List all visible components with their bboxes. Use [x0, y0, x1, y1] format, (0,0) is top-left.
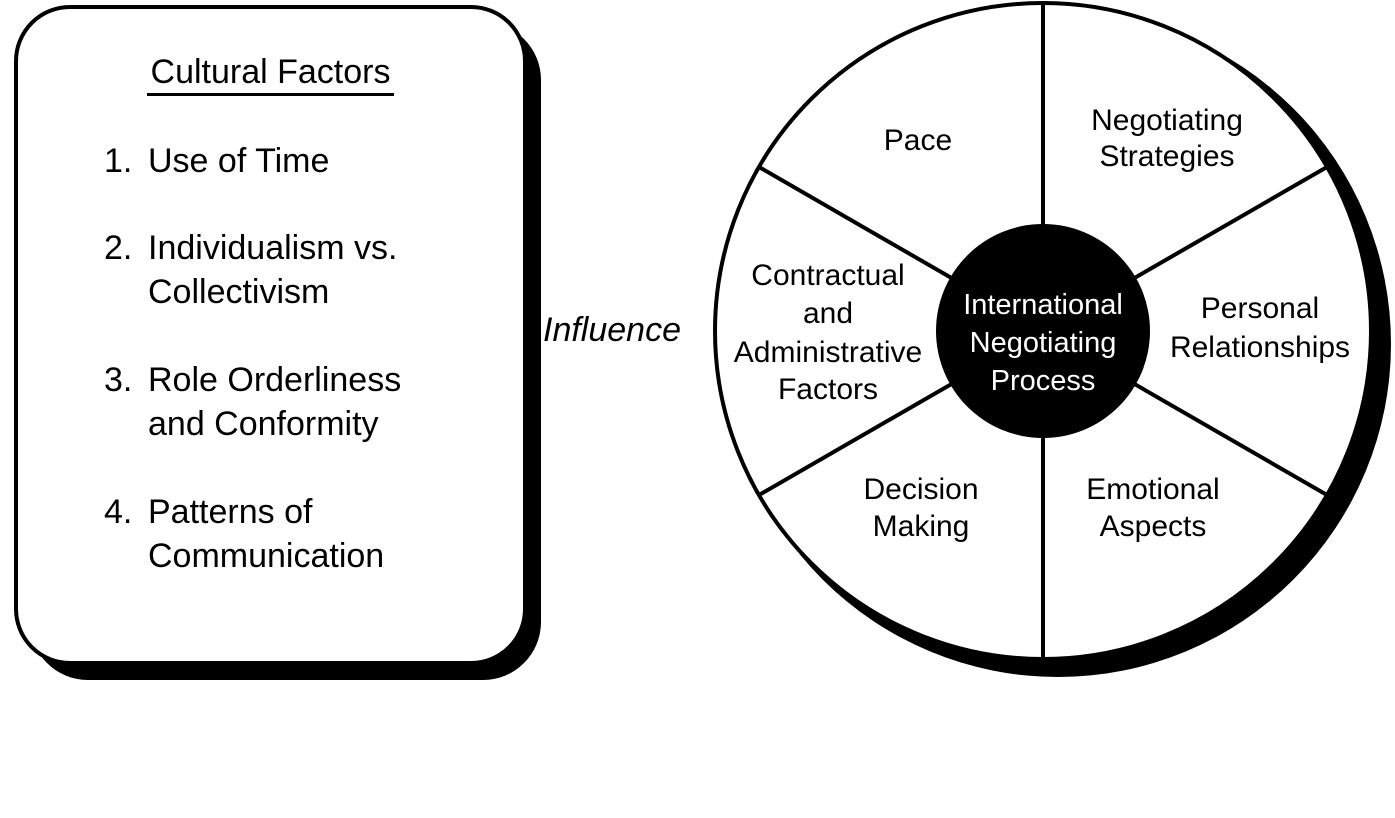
- factor-number: 2.: [104, 229, 133, 267]
- segment-emotional-label-line1: Emotional: [1086, 473, 1219, 506]
- factor-item-individualism: 2. Individualism vs. Collectivism: [104, 226, 397, 314]
- hub-label-line1: International: [963, 289, 1123, 321]
- spoke-lower-right: [1130, 380, 1328, 497]
- segment-strategies-label-line1: Negotiating: [1091, 104, 1243, 137]
- segment-relationships-label-line2: Relationships: [1170, 331, 1350, 364]
- factor-text: Use of Time: [148, 142, 330, 180]
- factor-text: Patterns of Communication: [148, 493, 385, 575]
- hub-label-line3: Process: [991, 365, 1096, 397]
- factor-number: 3.: [104, 361, 133, 399]
- cultural-factors-title: Cultural Factors: [18, 53, 523, 96]
- segment-decision-label-line1: Decision: [863, 473, 978, 506]
- influence-label: Influence: [543, 311, 681, 349]
- segment-relationships-label-line1: Personal: [1201, 292, 1319, 325]
- hub-label-line2: Negotiating: [970, 327, 1117, 359]
- cultural-factors-box: Cultural Factors 1. Use of Time 2. Individ…: [14, 5, 527, 665]
- segment-emotional-label-line2: Aspects: [1100, 510, 1207, 543]
- segment-decision-label-line2: Making: [873, 510, 970, 543]
- segment-contractual-label-line1: Contractual: [751, 259, 904, 292]
- spoke-lower-left: [758, 380, 956, 497]
- segment-contractual-label-line4: Factors: [778, 373, 878, 406]
- segment-contractual-label-line2: and: [803, 297, 853, 330]
- factor-item-use-of-time: 1. Use of Time: [104, 139, 329, 183]
- segment-pace-label: Pace: [884, 124, 952, 157]
- factor-text: Individualism vs. Collectivism: [148, 229, 398, 311]
- wheel-hub: [936, 224, 1150, 438]
- factor-number: 1.: [104, 142, 133, 180]
- factor-item-role-orderliness: 3. Role Orderliness and Conformity: [104, 358, 401, 446]
- segment-strategies-label-line2: Strategies: [1099, 140, 1234, 173]
- factor-item-communication: 4. Patterns of Communication: [104, 490, 384, 578]
- segment-contractual-label-line3: Administrative: [734, 336, 922, 369]
- factor-text: Role Orderliness and Conformity: [148, 361, 402, 443]
- spoke-upper-right: [1130, 165, 1328, 282]
- spoke-upper-left: [758, 165, 956, 282]
- factor-number: 4.: [104, 493, 133, 531]
